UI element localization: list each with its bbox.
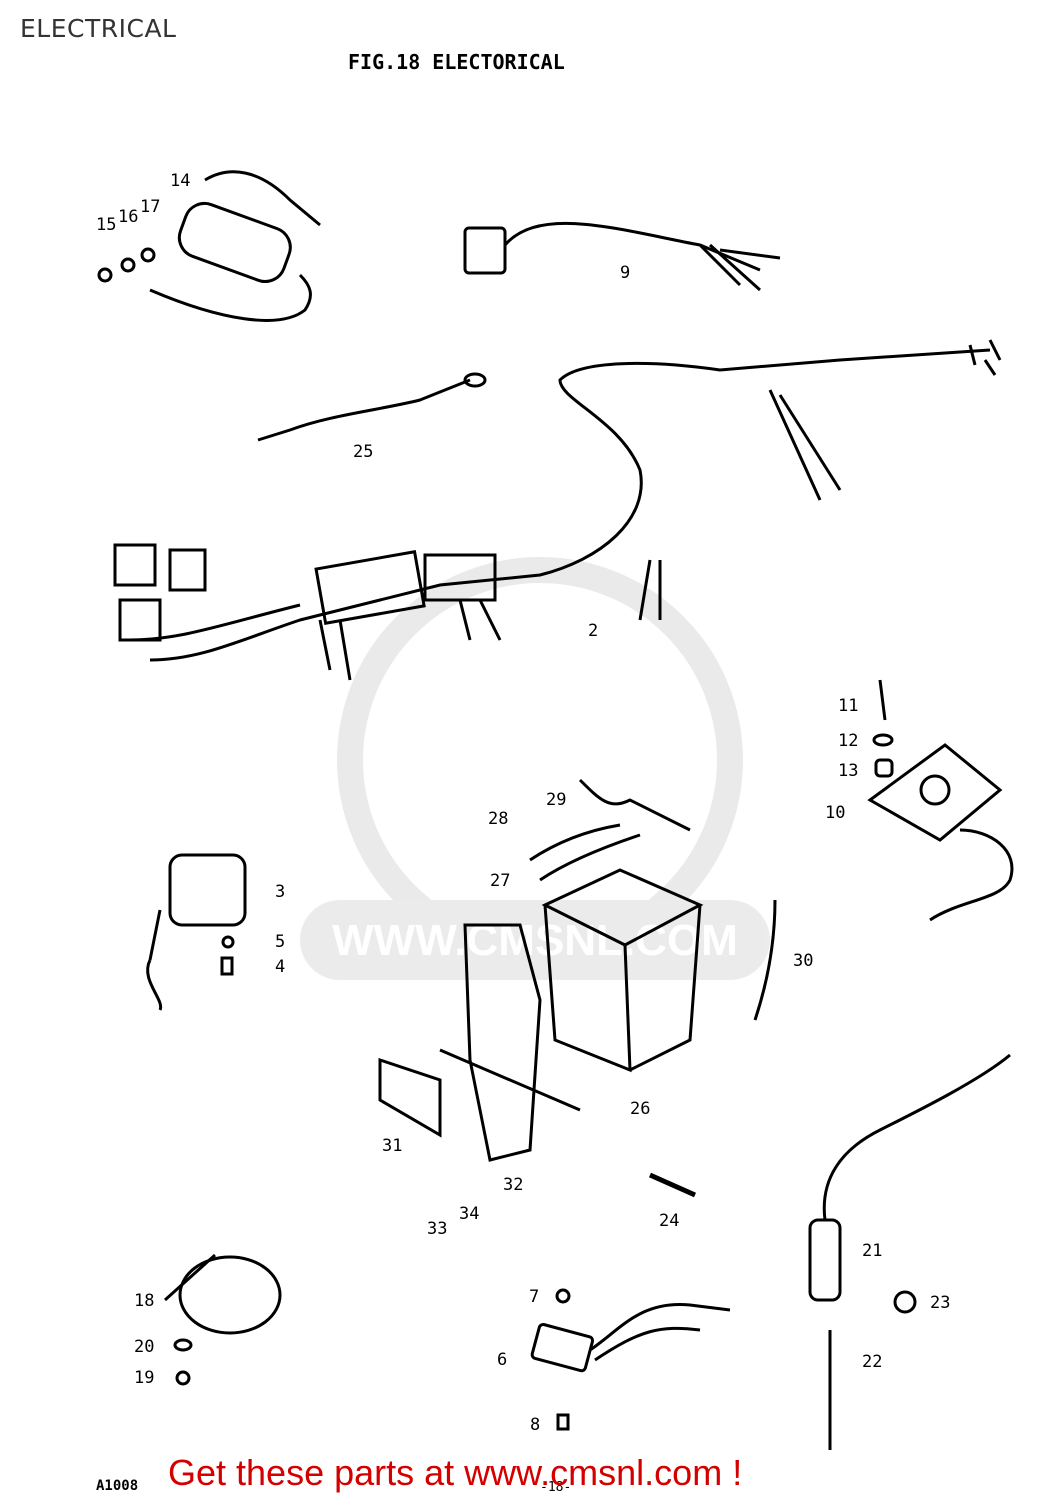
- part-label: 24: [659, 1211, 679, 1231]
- figure-title: FIG.18 ELECTORICAL: [348, 50, 565, 74]
- lead-wire: [257, 372, 487, 442]
- part-label: 33: [427, 1219, 447, 1239]
- part-label: 32: [503, 1175, 523, 1195]
- part-label: 8: [530, 1415, 540, 1435]
- page-number: -18-: [540, 1480, 572, 1495]
- ignition-coil: [97, 170, 321, 322]
- battery-strap: [753, 899, 777, 1021]
- horn: [163, 1253, 282, 1386]
- wiring-harness: [113, 339, 1002, 681]
- fuse-wires: [529, 778, 691, 882]
- battery-holder: [378, 923, 581, 1162]
- part-label: 18: [134, 1291, 154, 1311]
- part-label: 29: [546, 790, 566, 810]
- part-label: 19: [134, 1368, 154, 1388]
- part-label: 30: [793, 951, 813, 971]
- part-label: 28: [488, 809, 508, 829]
- voltage-regulator: [867, 679, 1014, 922]
- part-label: 4: [275, 957, 285, 977]
- part-label: 34: [459, 1204, 479, 1224]
- part-labels: 14 15 16 17 9 25 2 11 12 13 10 29 28 27 …: [96, 171, 950, 1435]
- part-label: 7: [529, 1287, 539, 1307]
- part-label: 21: [862, 1241, 882, 1261]
- footer-banner-link[interactable]: Get these parts at www.cmsnl.com !: [168, 1452, 743, 1493]
- part-label: 27: [490, 871, 510, 891]
- part-label: 22: [862, 1352, 882, 1372]
- part-label: 25: [353, 442, 373, 462]
- part-label: 31: [382, 1136, 402, 1156]
- part-label: 23: [930, 1293, 950, 1313]
- part-label: 6: [497, 1350, 507, 1370]
- stop-switch: [808, 1053, 1011, 1450]
- harness-plug: [463, 221, 781, 292]
- part-label: 5: [275, 932, 285, 952]
- part-label: 20: [134, 1337, 154, 1357]
- part-label: 16: [118, 207, 138, 227]
- page-title: ELECTRICAL: [20, 14, 177, 43]
- part-label: 17: [140, 197, 160, 217]
- watermark-logo: WWW.CMSNL.COM: [300, 557, 770, 980]
- figure-code: A1008: [96, 1478, 139, 1494]
- part-label: 14: [170, 171, 190, 191]
- part-label: 3: [275, 882, 285, 902]
- part-label: 9: [620, 263, 630, 283]
- part-label: 11: [838, 696, 858, 716]
- part-label: 15: [96, 215, 116, 235]
- fuse: [648, 1172, 697, 1198]
- part-label: 13: [838, 761, 858, 781]
- flasher-relay: [530, 1288, 731, 1431]
- part-label: 12: [838, 731, 858, 751]
- watermark-text: WWW.CMSNL.COM: [332, 916, 738, 965]
- part-label: 26: [630, 1099, 650, 1119]
- part-label: 10: [825, 803, 845, 823]
- battery: [541, 868, 704, 1073]
- ignition-switch: [146, 853, 247, 1011]
- part-label: 2: [588, 621, 598, 641]
